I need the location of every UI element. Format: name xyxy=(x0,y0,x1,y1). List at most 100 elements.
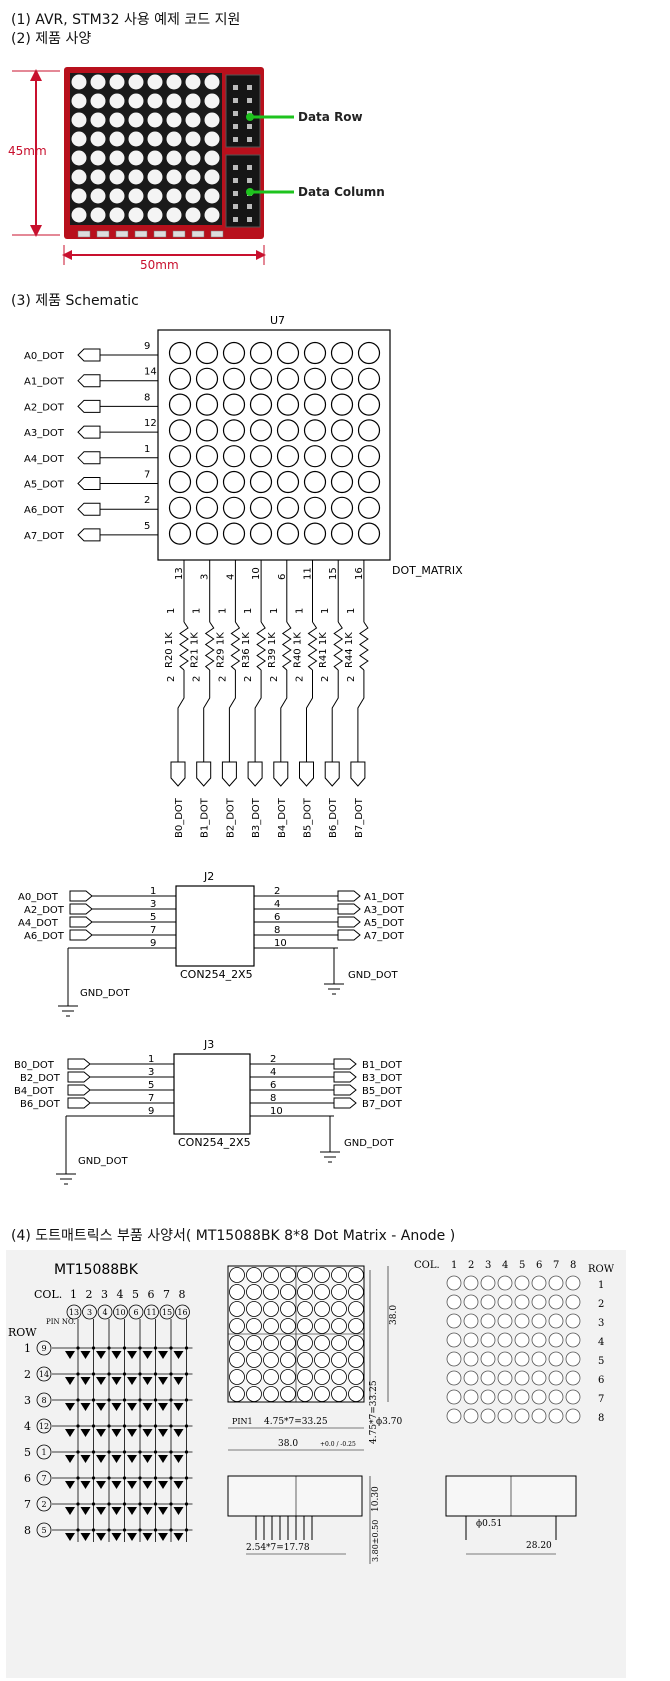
left-net-label: A4_DOT xyxy=(18,918,59,929)
ds-right-row-label: ROW xyxy=(588,1264,615,1275)
ds-diode xyxy=(80,1403,91,1411)
ds-col-number: 7 xyxy=(163,1288,170,1301)
row-net-label: A6_DOT xyxy=(24,505,65,516)
row-pin-number: 12 xyxy=(144,418,157,429)
col-net-label: B0_DOT xyxy=(174,797,185,838)
ds-diode xyxy=(65,1455,75,1463)
led xyxy=(71,131,87,147)
ds-front-dot xyxy=(348,1335,364,1351)
led xyxy=(147,207,163,223)
row-net-label: A5_DOT xyxy=(24,480,65,491)
left-net-label: B4_DOT xyxy=(14,1086,55,1097)
row-port xyxy=(77,348,101,362)
led xyxy=(128,131,144,147)
ds-dim-diam: ϕ3.70 xyxy=(376,1417,402,1427)
row-net-label: A0_DOT xyxy=(24,351,65,362)
matrix-dot xyxy=(222,367,246,390)
left-net-port xyxy=(67,1071,91,1083)
ds-front-dot xyxy=(348,1267,364,1283)
heading-spec: (2) 제품 사양 xyxy=(11,31,92,47)
ds-front-dot xyxy=(280,1301,296,1317)
led xyxy=(204,169,220,185)
matrix-dot xyxy=(249,341,273,365)
resistor-label: R36 1K xyxy=(241,632,252,668)
ds-diode xyxy=(142,1507,153,1515)
resistor-symbol xyxy=(256,621,266,671)
ds-diode xyxy=(173,1377,184,1385)
matrix-dot xyxy=(168,367,192,390)
ds-right-dot xyxy=(548,1370,564,1386)
matrix-dot xyxy=(330,341,354,365)
ds-diode xyxy=(96,1403,106,1411)
ds-row-pin-circle xyxy=(36,1392,52,1408)
row-pin-number: 1 xyxy=(144,444,150,455)
ds-right-dot xyxy=(531,1313,547,1329)
ds-right-col-number: 5 xyxy=(519,1260,525,1271)
left-pin-number: 1 xyxy=(150,886,156,897)
ds-front-dot xyxy=(331,1301,347,1317)
ds-right-dot xyxy=(514,1370,530,1386)
led xyxy=(128,169,144,185)
ds-col-pin: 11 xyxy=(146,1308,156,1317)
ds-diode xyxy=(158,1481,168,1489)
ds-dim-pitch-v: 4.75*7=33.25 xyxy=(369,1380,379,1444)
ds-right-dot xyxy=(463,1351,479,1367)
ds-right-dot xyxy=(548,1389,564,1405)
ds-col-number: 8 xyxy=(179,1288,186,1301)
ds-right-dot xyxy=(548,1275,564,1291)
ds-diode xyxy=(80,1481,91,1489)
ds-diode xyxy=(173,1481,184,1489)
led xyxy=(90,188,106,204)
left-net-port xyxy=(69,890,93,902)
smd-resistor xyxy=(191,230,205,238)
led xyxy=(71,207,87,223)
ds-diode xyxy=(173,1403,184,1411)
ds-row-pin-circle xyxy=(36,1418,52,1434)
matrix-dot xyxy=(357,522,381,545)
ds-right-dot xyxy=(463,1313,479,1329)
led xyxy=(166,131,182,147)
ds-diode xyxy=(142,1377,153,1385)
header-pin xyxy=(247,98,252,103)
ds-diode xyxy=(158,1403,168,1411)
led xyxy=(166,207,182,223)
right-net-label: B5_DOT xyxy=(362,1086,403,1097)
ds-col-pin: 4 xyxy=(102,1308,107,1317)
ds-front-dot xyxy=(331,1352,347,1368)
led xyxy=(90,131,106,147)
ds-row-pin: 12 xyxy=(39,1422,49,1431)
ds-right-col-number: 4 xyxy=(502,1260,508,1271)
led xyxy=(71,150,87,166)
row-net-label: A3_DOT xyxy=(24,428,65,439)
ds-diode xyxy=(80,1533,91,1541)
ds-right-dot xyxy=(480,1408,496,1424)
ds-diode xyxy=(80,1429,91,1437)
ds-right-dot xyxy=(531,1294,547,1310)
ds-front-dot xyxy=(348,1352,364,1368)
matrix-dot xyxy=(249,470,273,494)
resistor-label: R41 1K xyxy=(318,632,329,668)
ds-front-dot xyxy=(280,1335,296,1351)
ds-row-pin: 2 xyxy=(41,1500,46,1509)
ds-front-dot xyxy=(314,1301,330,1317)
left-net-port xyxy=(67,1084,91,1096)
ds-right-dot xyxy=(514,1313,530,1329)
ds-right-dot xyxy=(548,1408,564,1424)
ds-col-pin-circle xyxy=(144,1304,159,1320)
ds-right-col-label: COL. xyxy=(414,1260,440,1271)
smd-resistor xyxy=(153,230,167,238)
right-pin-number: 10 xyxy=(270,1106,283,1117)
heading-schematic: (3) 제품 Schematic xyxy=(11,293,139,309)
j2-ref: J2 xyxy=(203,870,214,883)
resistor-symbol xyxy=(359,621,369,671)
ds-right-row-number: 1 xyxy=(598,1280,604,1291)
ds-front-dot xyxy=(331,1335,347,1351)
ds-right-dot xyxy=(446,1408,462,1424)
ds-diode xyxy=(65,1377,75,1385)
ds-dim-width-v: 38.0 xyxy=(389,1305,399,1325)
ds-dim-width-h: 38.0 xyxy=(278,1439,298,1449)
ds-right-dot xyxy=(565,1351,581,1367)
ds-diode xyxy=(173,1507,184,1515)
matrix-dot xyxy=(303,522,327,545)
res-pin-top: 1 xyxy=(269,608,280,614)
